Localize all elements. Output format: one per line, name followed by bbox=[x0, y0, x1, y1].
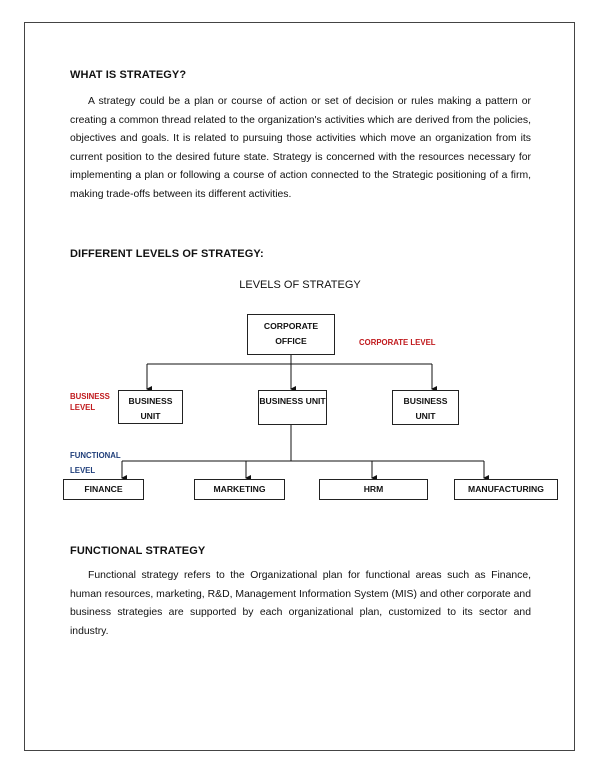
business-level-label: BUSINESS LEVEL bbox=[70, 392, 110, 412]
corporate-level-label: CORPORATE LEVEL bbox=[359, 338, 436, 347]
functional-level-label: FUNCTIONAL LEVEL bbox=[70, 451, 121, 475]
function-box-finance: FINANCE bbox=[63, 479, 144, 500]
corporate-office-box: CORPORATE OFFICE bbox=[247, 314, 335, 355]
diagram-title: LEVELS OF STRATEGY bbox=[239, 279, 361, 291]
business-unit-box-3: BUSINESS UNIT bbox=[392, 390, 459, 425]
function-box-manufacturing: MANUFACTURING bbox=[454, 479, 558, 500]
page-border bbox=[24, 22, 575, 751]
business-unit-box-2: BUSINESS UNIT bbox=[258, 390, 327, 425]
function-box-marketing: MARKETING bbox=[194, 479, 285, 500]
functional-strategy-paragraph: Functional strategy refers to the Organi… bbox=[70, 570, 531, 637]
strategy-definition-paragraph: A strategy could be a plan or course of … bbox=[70, 96, 531, 200]
business-unit-box-1: BUSINESS UNIT bbox=[118, 390, 183, 424]
section-heading-what-is-strategy: WHAT IS STRATEGY? bbox=[70, 69, 187, 81]
section-heading-functional-strategy: FUNCTIONAL STRATEGY bbox=[70, 545, 206, 557]
function-box-hrm: HRM bbox=[319, 479, 428, 500]
section-heading-levels: DIFFERENT LEVELS OF STRATEGY: bbox=[70, 248, 264, 260]
